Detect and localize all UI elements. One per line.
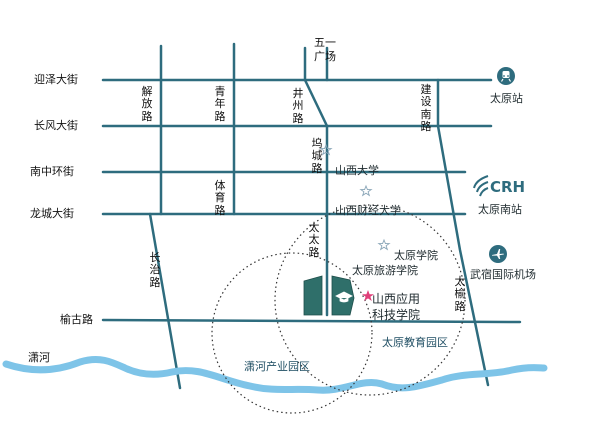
road-label-yugu: 榆古路 [60, 313, 93, 326]
road-label-longcheng: 龙城大街 [30, 207, 74, 220]
road-label-changzhi: 长治路 [149, 251, 161, 289]
zone-label-education: 太原教育园区 [382, 336, 448, 349]
river-label: 潇河 [28, 351, 50, 364]
place-shanxi-university: 山西大学 [335, 164, 379, 177]
road-label-yingze: 迎泽大街 [34, 73, 78, 86]
place-taiyuan-south-station: 太原南站 [478, 203, 522, 216]
road-label-jiefang: 解放路 [141, 85, 153, 123]
star-icon-shanxi-univ [319, 143, 333, 156]
place-taiyuan-tourism-college: 太原旅游学院 [352, 264, 418, 277]
place-taiyuan-station: 太原站 [490, 92, 523, 105]
road-changzhi [148, 212, 182, 390]
road-label-qingnian: 青年路 [214, 85, 226, 123]
road-label-wucheng: 坞城路 [311, 137, 323, 175]
crh-logo-icon [473, 175, 489, 197]
road-label-changfeng: 长风大街 [34, 119, 78, 132]
road-label-tiyu: 体育路 [214, 179, 226, 217]
river-xiaohe [2, 356, 548, 394]
place-applied-college-line1: 山西应用 [372, 292, 421, 306]
train-station-icon [497, 67, 515, 85]
zone-industry-circle [211, 252, 373, 414]
place-shanxi-finance-university: 山西财经大学 [335, 204, 401, 217]
star-icon-finance-univ [359, 184, 373, 197]
road-label-nanzhonghuan: 南中环街 [30, 165, 74, 178]
road-jianshenan-taiyu [436, 78, 490, 387]
star-icon-applied-college [362, 290, 374, 301]
road-label-taitai: 太太路 [308, 221, 320, 259]
place-applied-college-line2: 科技学院 [372, 308, 421, 322]
airport-icon [489, 245, 507, 263]
road-yugu [101, 318, 522, 324]
star-icon-taiyuan-college [377, 238, 391, 251]
road-label-jianshenan: 建设南路 [420, 83, 432, 133]
road-jingzhou-wucheng [303, 46, 329, 317]
place-wusu-airport: 武宿国际机场 [470, 268, 536, 281]
zone-label-industry: 潇河产业园区 [244, 360, 310, 373]
place-taiyuan-college: 太原学院 [394, 249, 438, 262]
square-label: 五一广场 [314, 36, 336, 63]
crh-logo-text: CRH [490, 178, 526, 196]
campus-cap-icon [335, 291, 353, 303]
road-label-taiyu: 太榆路 [454, 275, 466, 313]
zone-education-circle [274, 204, 466, 396]
road-label-jingzhou: 井州路 [292, 87, 304, 125]
road-network [101, 42, 522, 390]
